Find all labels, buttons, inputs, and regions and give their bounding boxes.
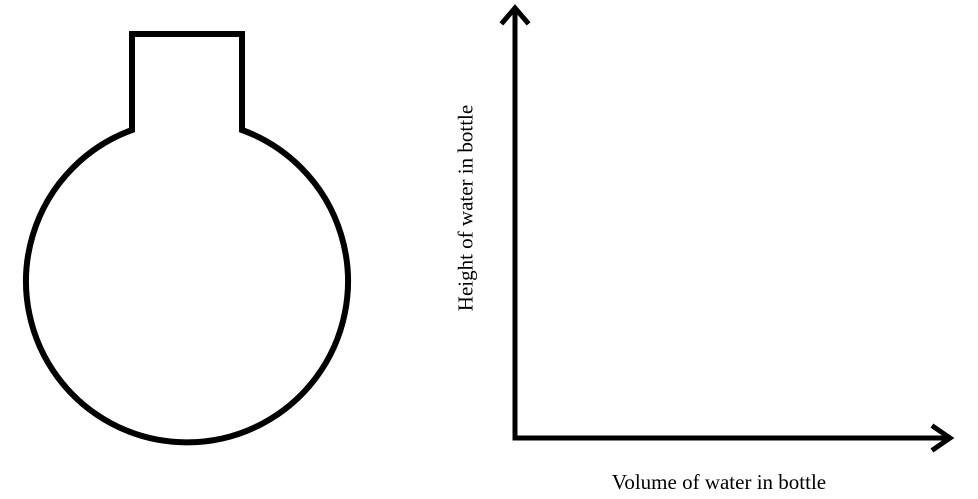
graph-axes (499, 4, 955, 453)
y-axis-label: Height of water in bottle (453, 104, 478, 312)
bottle-shape (23, 31, 351, 446)
x-axis-label: Volume of water in bottle (611, 470, 827, 494)
x-axis-arrowhead (930, 423, 955, 453)
y-axis-arrowhead (499, 4, 531, 26)
bottle-outline (23, 31, 351, 446)
